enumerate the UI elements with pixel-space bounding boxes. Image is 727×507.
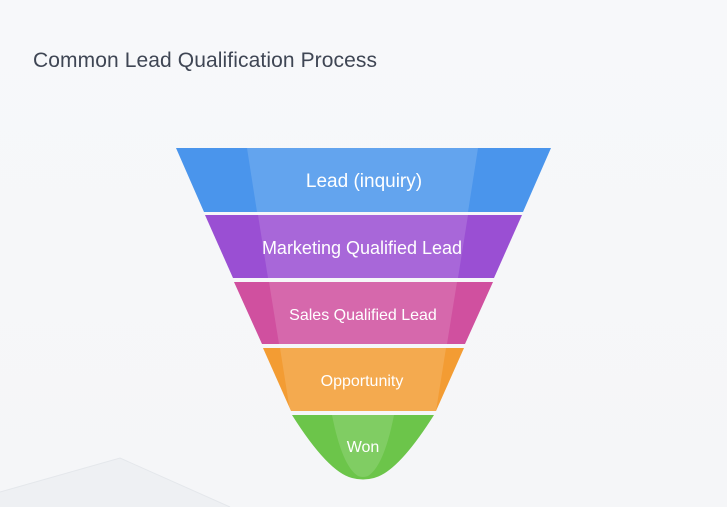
funnel-stage-highlight bbox=[332, 415, 394, 477]
funnel-stage-shape bbox=[263, 348, 464, 411]
funnel-stage-label: Opportunity bbox=[321, 373, 404, 390]
funnel-stage-label: Marketing Qualified Lead bbox=[262, 238, 462, 258]
page-title: Common Lead Qualification Process bbox=[33, 49, 378, 72]
funnel-stage-highlight bbox=[280, 348, 446, 411]
funnel-stage-label: Sales Qualified Lead bbox=[289, 307, 437, 324]
funnel-stage-highlight bbox=[247, 148, 478, 212]
funnel-stage-shape bbox=[205, 215, 522, 278]
funnel-stage-shape bbox=[234, 282, 493, 344]
funnel-stage-sql: Sales Qualified Lead bbox=[234, 282, 493, 344]
funnel-stage-highlight bbox=[269, 282, 457, 344]
funnel-stage-won: Won bbox=[292, 415, 434, 480]
funnel-stage-label: Lead (inquiry) bbox=[306, 171, 422, 192]
background-shape-edge bbox=[0, 457, 231, 507]
background-shape bbox=[0, 458, 230, 507]
funnel-stage-mql: Marketing Qualified Lead bbox=[205, 215, 522, 278]
funnel-stage-opportunity: Opportunity bbox=[263, 348, 464, 411]
funnel-stage-lead: Lead (inquiry) bbox=[176, 148, 551, 212]
funnel-stage-label: Won bbox=[347, 439, 380, 456]
funnel-stage-shape bbox=[292, 415, 434, 480]
funnel-stage-shape bbox=[176, 148, 551, 212]
funnel-stage-highlight bbox=[258, 215, 468, 278]
